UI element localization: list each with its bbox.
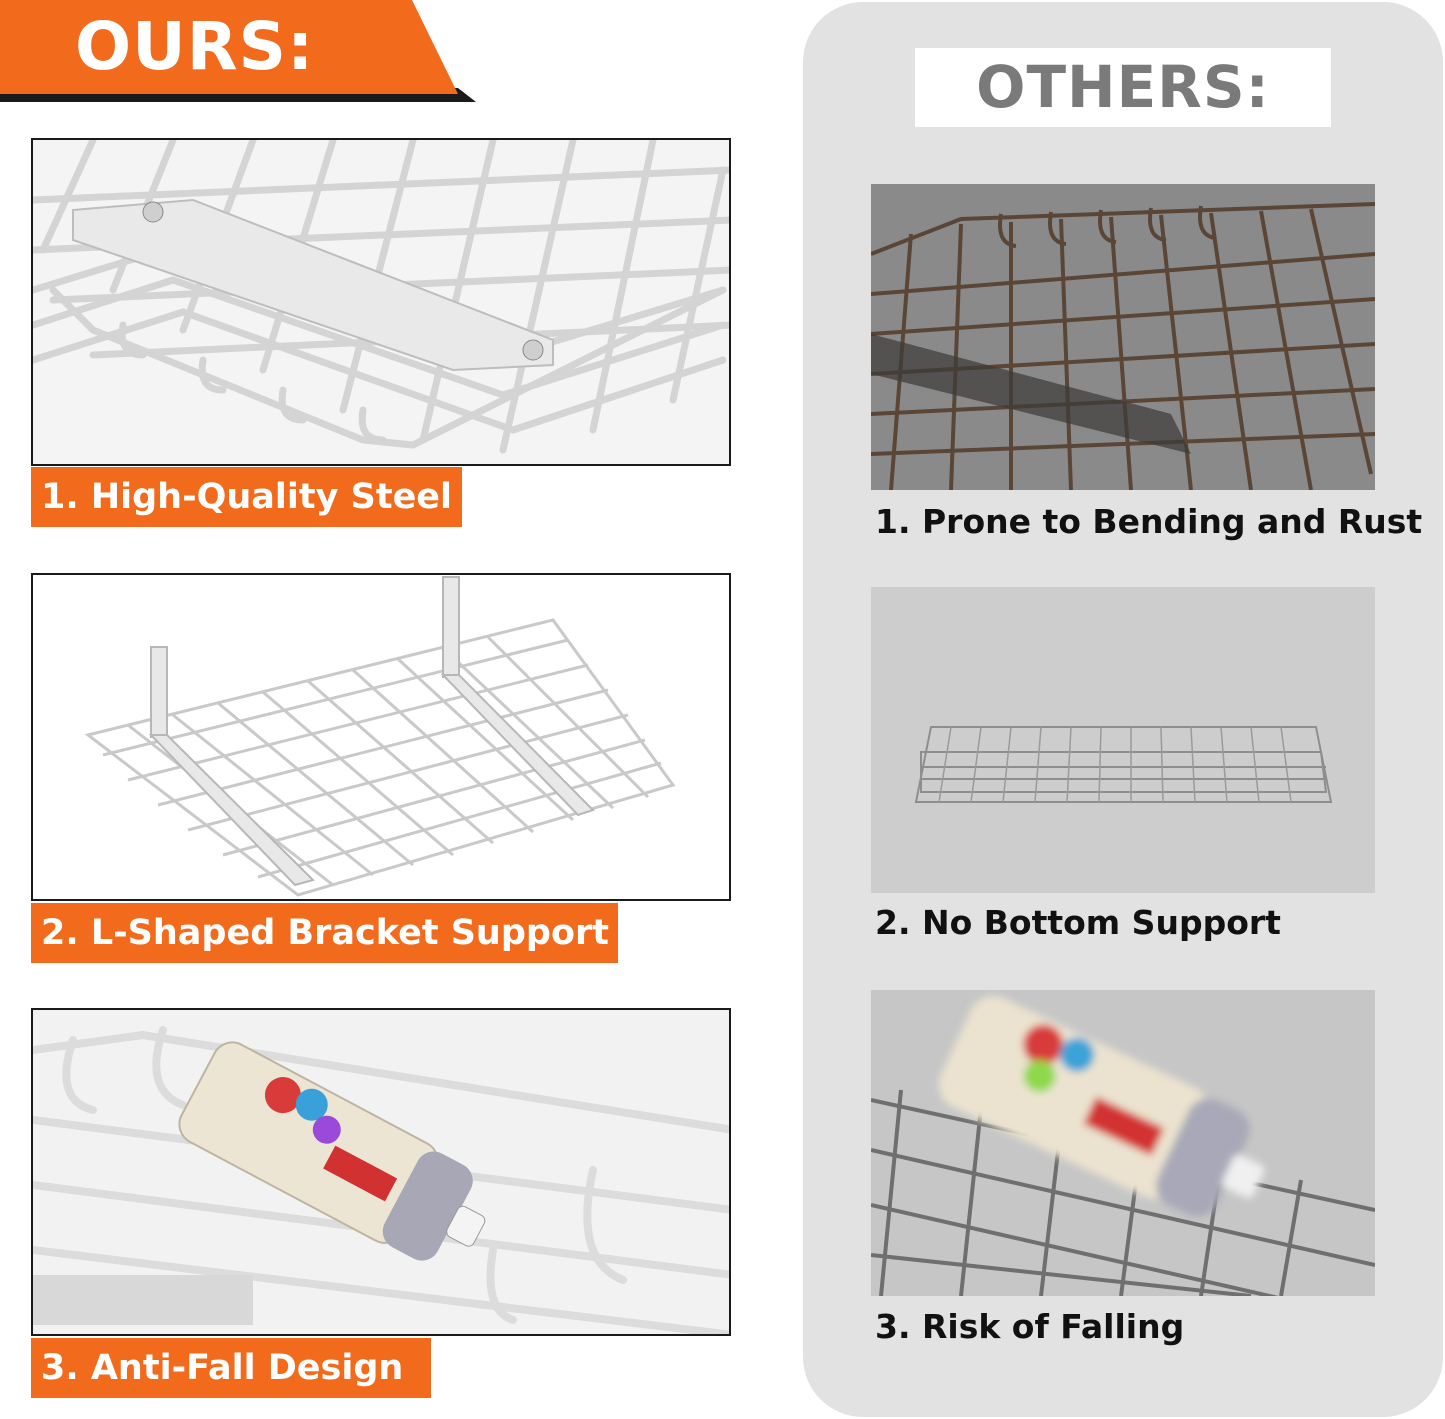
ours-photo-bracket (31, 573, 731, 901)
others-photo-no-support (871, 587, 1375, 893)
white-wire-shelf-image (33, 140, 729, 464)
ours-feature-2-label: 2. L-Shaped Bracket Support (31, 903, 618, 963)
others-title: OTHERS: (976, 53, 1270, 121)
others-feature-2-label: 2. No Bottom Support (875, 903, 1281, 942)
ours-photo-antifall (31, 1008, 731, 1336)
ours-banner: OURS: (0, 0, 480, 104)
ours-feature-3-label: 3. Anti-Fall Design (31, 1338, 431, 1398)
blurred-spray-can-icon (938, 996, 1265, 1217)
l-bracket-shelf-image (33, 575, 729, 899)
others-title-box: OTHERS: (915, 48, 1331, 127)
others-feature-3-label: 3. Risk of Falling (875, 1307, 1185, 1346)
others-feature-1-label: 1. Prone to Bending and Rust (875, 502, 1423, 541)
falling-spray-can-image (871, 990, 1375, 1296)
rusty-wire-shelf-image (871, 184, 1375, 490)
basket-no-support-image (871, 587, 1375, 893)
spray-can-icon (178, 1041, 486, 1261)
spray-can-shelf-image (33, 1010, 729, 1334)
ours-title: OURS: (75, 8, 315, 85)
ours-photo-steel (31, 138, 731, 466)
ours-banner-shape (0, 0, 476, 102)
others-photo-rust (871, 184, 1375, 490)
others-photo-falling (871, 990, 1375, 1296)
ours-feature-1-label: 1. High-Quality Steel (31, 467, 462, 527)
